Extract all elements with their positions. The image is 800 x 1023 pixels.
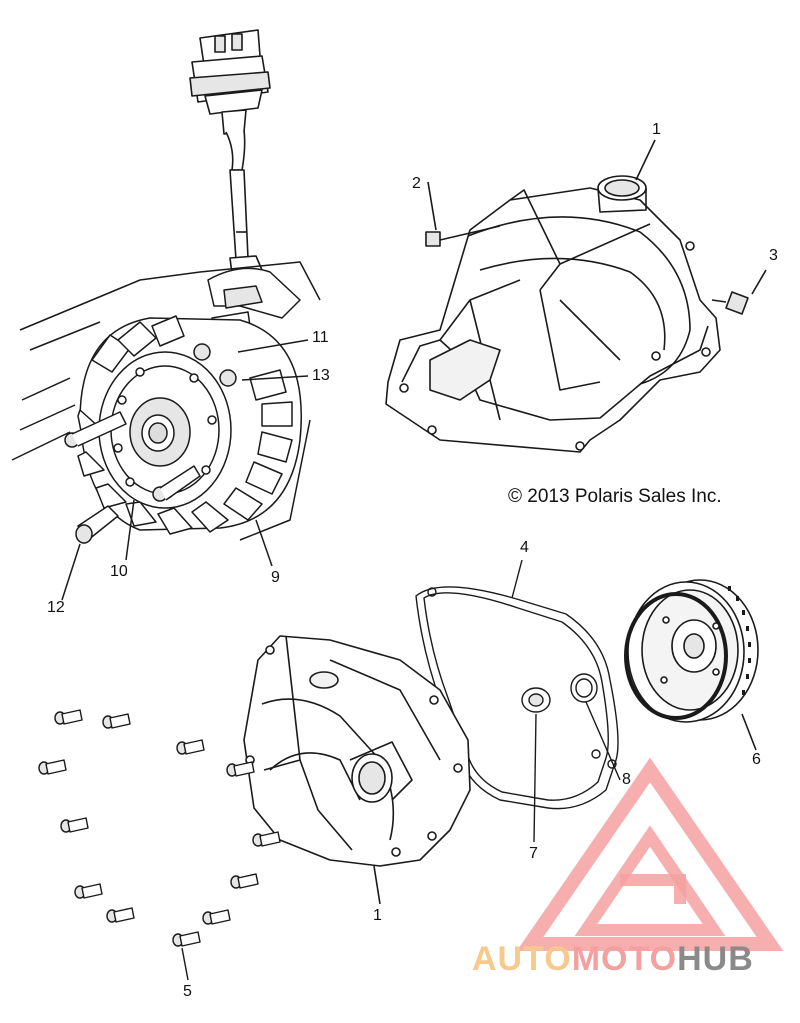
callout-5: 5 <box>183 983 192 1000</box>
watermark-wordmark: AUTOMOTOHUB <box>472 940 754 979</box>
watermark-word-moto: MOTO <box>571 940 678 978</box>
bolt <box>172 931 201 947</box>
callout-13: 13 <box>312 367 330 384</box>
bolt <box>106 907 135 923</box>
callout-4: 4 <box>520 539 529 556</box>
wiring-connector <box>189 29 271 275</box>
callout-1-bottom: 1 <box>373 907 382 924</box>
callout-10: 10 <box>110 563 128 580</box>
callout-2: 2 <box>412 175 421 192</box>
watermark-logo-mark <box>516 757 784 951</box>
callout-9: 9 <box>271 569 280 586</box>
bolt <box>74 883 103 899</box>
bolt <box>202 909 231 925</box>
bolt <box>230 873 259 889</box>
copyright-notice: © 2013 Polaris Sales Inc. <box>508 486 722 507</box>
cover-bottom <box>243 635 471 905</box>
bolt <box>252 831 281 847</box>
bolt <box>54 709 83 725</box>
callout-7: 7 <box>529 845 538 862</box>
bolt <box>60 817 89 833</box>
callout-11: 11 <box>312 329 329 346</box>
watermark-word-hub: HUB <box>677 940 754 978</box>
bolt <box>102 713 131 729</box>
callout-6: 6 <box>752 751 761 768</box>
callout-8: 8 <box>622 771 631 788</box>
callout-1-top: 1 <box>652 121 661 138</box>
callout-12: 12 <box>47 599 65 616</box>
bolt <box>176 739 205 755</box>
callout-3: 3 <box>769 247 778 264</box>
bolt-set <box>38 709 281 981</box>
watermark-word-auto: AUTO <box>472 940 572 978</box>
stator-assembly <box>11 261 321 601</box>
bolt <box>226 761 255 777</box>
drive-ring <box>624 579 759 751</box>
bolt <box>38 759 67 775</box>
cover-top <box>385 139 767 453</box>
